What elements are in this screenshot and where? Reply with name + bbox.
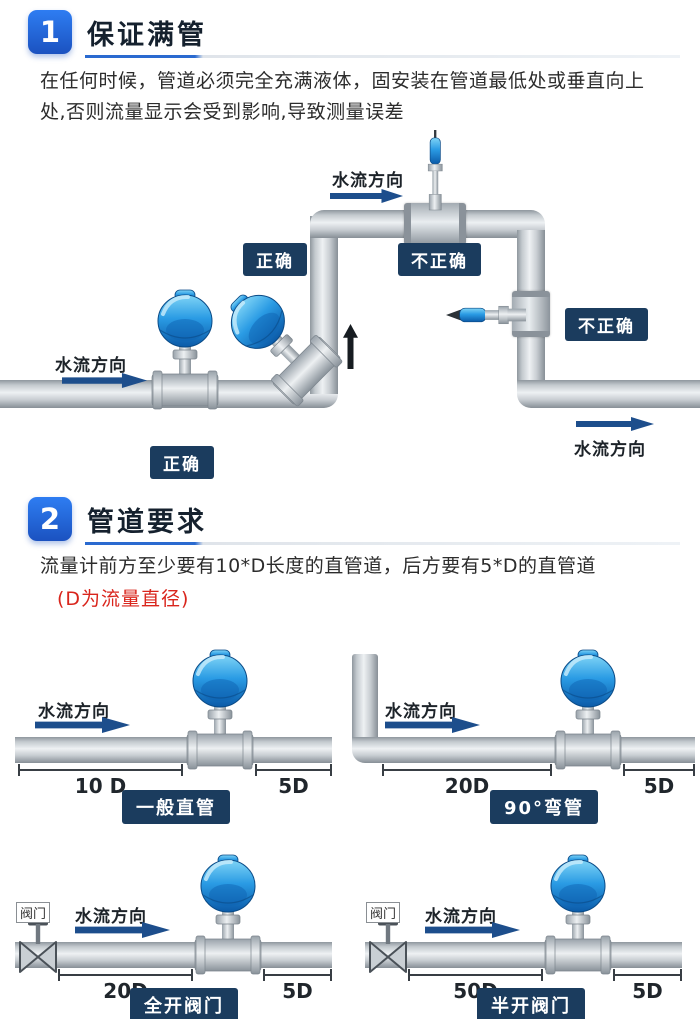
flow-direction-arrow xyxy=(385,717,480,733)
flow-direction-label: 水流方向 xyxy=(75,907,147,927)
dimension-front: 10 D xyxy=(74,774,127,798)
turbine-flowmeter xyxy=(193,853,263,975)
full-pipe-installation-diagram: 水流方向 水流方向 水流方向 正确 不正确 不正确 正确 xyxy=(0,130,700,490)
section2-title-underline xyxy=(85,542,680,545)
section1-header: 1 保证满管 xyxy=(28,10,207,54)
section1-description: 在任何时候，管道必须完全充满液体，固安装在管道最低处或垂直向上处,否则流量显示会… xyxy=(40,70,645,123)
dimension-back: 5D xyxy=(278,774,309,798)
flow-direction-arrow xyxy=(75,922,170,938)
caption-90-bend: 90°弯管 xyxy=(490,790,599,824)
pipe xyxy=(352,737,695,763)
section1-title: 保证满管 xyxy=(87,19,207,51)
diagram-half-open-valve: 阀门 水流方向 50D 5D 半开阀门 xyxy=(350,845,700,1019)
upward-flow-arrow xyxy=(343,324,358,369)
dimension-back: 5D xyxy=(632,979,663,1003)
turbine-flowmeter-horizontal-correct xyxy=(150,288,220,410)
section2-number-badge: 2 xyxy=(28,497,72,541)
tag-incorrect-right: 不正确 xyxy=(565,308,648,341)
turbine-flowmeter xyxy=(543,853,613,975)
flow-direction-arrow xyxy=(35,717,130,733)
section2-description: 流量计前方至少要有10*D长度的直管道，后方要有5*D的直管道 xyxy=(40,555,597,577)
pipe xyxy=(365,942,682,968)
dimension-front: 20D xyxy=(444,774,490,798)
pipe xyxy=(15,737,332,763)
turbine-flowmeter xyxy=(553,648,623,770)
valve-icon xyxy=(368,921,408,973)
pipe-bottom-right xyxy=(517,380,700,408)
tag-correct-inclined: 正确 xyxy=(243,243,307,276)
pipe-vertical xyxy=(352,654,378,740)
diagram-90-bend: 水流方向 20D 5D 90°弯管 xyxy=(350,640,700,830)
caption-straight-pipe: 一般直管 xyxy=(122,790,230,824)
valve-icon xyxy=(18,921,58,973)
section2-header: 2 管道要求 xyxy=(28,497,207,541)
dimension-line-back xyxy=(255,764,332,776)
flow-direction-label: 水流方向 xyxy=(385,702,457,722)
dimension-line-front xyxy=(58,969,193,981)
dimension-back: 5D xyxy=(643,774,675,798)
caption-open-valve: 全开阀门 xyxy=(130,988,238,1019)
flow-direction-label: 水流方向 xyxy=(38,702,110,722)
dimension-line-back xyxy=(263,969,332,981)
diagram-open-valve: 阀门 水流方向 20D 5D 全开阀门 xyxy=(0,845,350,1019)
pipe xyxy=(15,942,332,968)
turbine-flowmeter-inclined-correct xyxy=(210,274,344,408)
tag-correct-bottom: 正确 xyxy=(150,446,214,479)
valve-label: 阀门 xyxy=(366,902,401,923)
caption-half-open-valve: 半开阀门 xyxy=(477,988,585,1019)
dimension-line-front xyxy=(408,969,543,981)
flow-direction-arrow-right xyxy=(576,417,654,431)
dimension-line-front xyxy=(18,764,183,776)
section2-title: 管道要求 xyxy=(87,506,207,538)
flow-direction-arrow-top xyxy=(330,189,403,203)
tag-incorrect-top: 不正确 xyxy=(398,243,481,276)
flow-direction-label: 水流方向 xyxy=(425,907,497,927)
turbine-flowmeter xyxy=(185,648,255,770)
flow-direction-label-top: 水流方向 xyxy=(332,171,404,191)
valve-label: 阀门 xyxy=(16,902,51,923)
dimension-line-back xyxy=(623,764,695,776)
dimension-back: 5D xyxy=(282,979,313,1003)
section1-number-badge: 1 xyxy=(28,10,72,54)
dimension-line-back xyxy=(613,969,682,981)
flow-direction-label-right: 水流方向 xyxy=(574,440,646,460)
flow-direction-arrow xyxy=(425,922,520,938)
diagram-straight-pipe: 水流方向 10 D 5D 一般直管 xyxy=(0,640,350,830)
flow-direction-label-left: 水流方向 xyxy=(55,356,127,376)
flow-direction-arrow-left xyxy=(62,373,147,388)
insertion-sensor-top-incorrect xyxy=(424,130,446,211)
section2-note: (D为流量直径) xyxy=(57,588,190,610)
section1-title-underline xyxy=(85,55,680,58)
insertion-sensor-side-incorrect xyxy=(446,303,526,327)
dimension-line-front xyxy=(382,764,552,776)
